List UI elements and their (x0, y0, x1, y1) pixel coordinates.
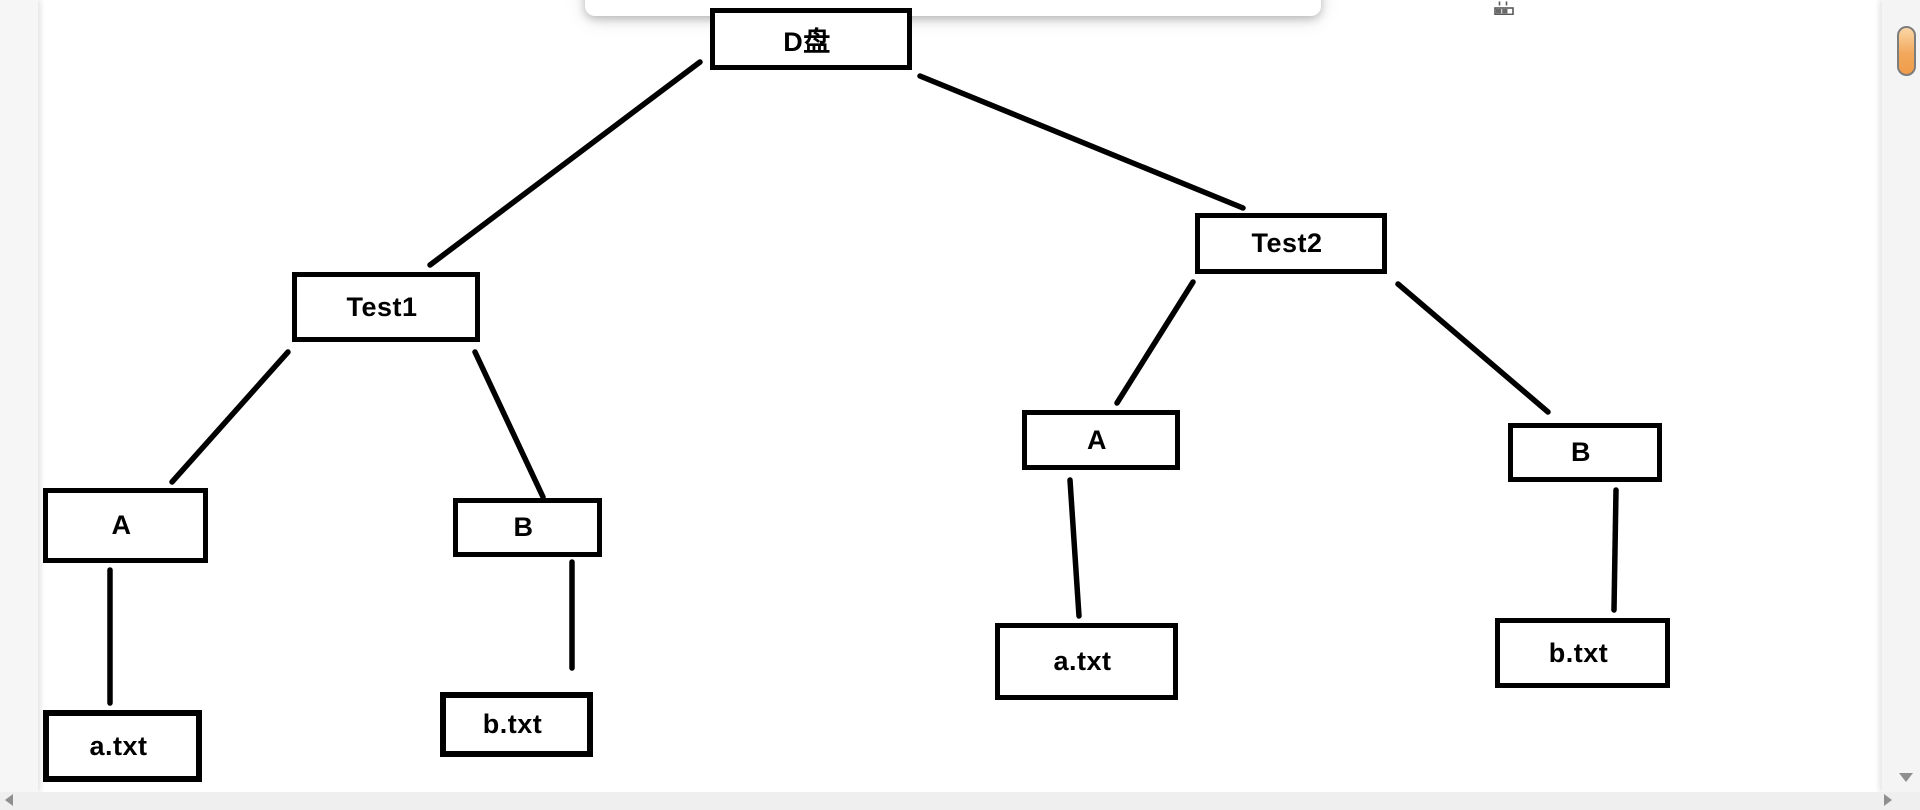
node-test1[interactable]: Test1 (292, 272, 480, 342)
vertical-scrollbar-track[interactable] (1882, 0, 1920, 792)
node-test2[interactable]: Test2 (1195, 213, 1387, 274)
node-label: b.txt (1548, 637, 1609, 668)
page-gutter-left (0, 0, 38, 792)
node-test1-a[interactable]: A (43, 488, 208, 563)
connector-line[interactable] (917, 73, 1246, 211)
node-label: a.txt (89, 730, 148, 761)
node-test2-a-file[interactable]: a.txt (995, 623, 1178, 700)
scroll-right-icon[interactable] (1884, 794, 1892, 806)
scroll-down-icon[interactable] (1899, 773, 1913, 782)
node-d-drive[interactable]: D盘 (710, 8, 912, 70)
node-test1-b-file[interactable]: b.txt (440, 692, 593, 757)
connector-line[interactable] (1611, 487, 1619, 613)
node-test2-a[interactable]: A (1022, 410, 1180, 470)
node-label: D盘 (783, 26, 831, 57)
node-test1-b[interactable]: B (453, 498, 602, 557)
node-label: B (513, 512, 534, 542)
floating-toolbar-edge (585, 0, 1321, 16)
node-label: b.txt (482, 709, 543, 739)
node-test2-b-file[interactable]: b.txt (1495, 618, 1670, 688)
node-label: a.txt (1053, 646, 1112, 676)
scroll-left-icon[interactable] (5, 794, 13, 806)
connector-line[interactable] (427, 59, 703, 268)
node-test2-b[interactable]: B (1508, 423, 1662, 482)
ruler-icon[interactable] (1494, 1, 1515, 15)
node-label: B (1571, 437, 1591, 467)
node-test1-a-file[interactable]: a.txt (43, 710, 202, 782)
node-label: A (1087, 424, 1107, 455)
vertical-scrollbar-thumb[interactable] (1897, 26, 1916, 76)
connector-line[interactable] (1067, 477, 1082, 619)
node-label: Test1 (346, 291, 418, 322)
connector-line[interactable] (1114, 279, 1196, 406)
connector-line[interactable] (472, 349, 546, 500)
connector-line[interactable] (169, 349, 291, 485)
horizontal-scrollbar-track[interactable] (0, 792, 1920, 810)
node-label: A (111, 510, 132, 540)
node-label: Test2 (1251, 228, 1323, 258)
connector-line[interactable] (1395, 281, 1551, 415)
